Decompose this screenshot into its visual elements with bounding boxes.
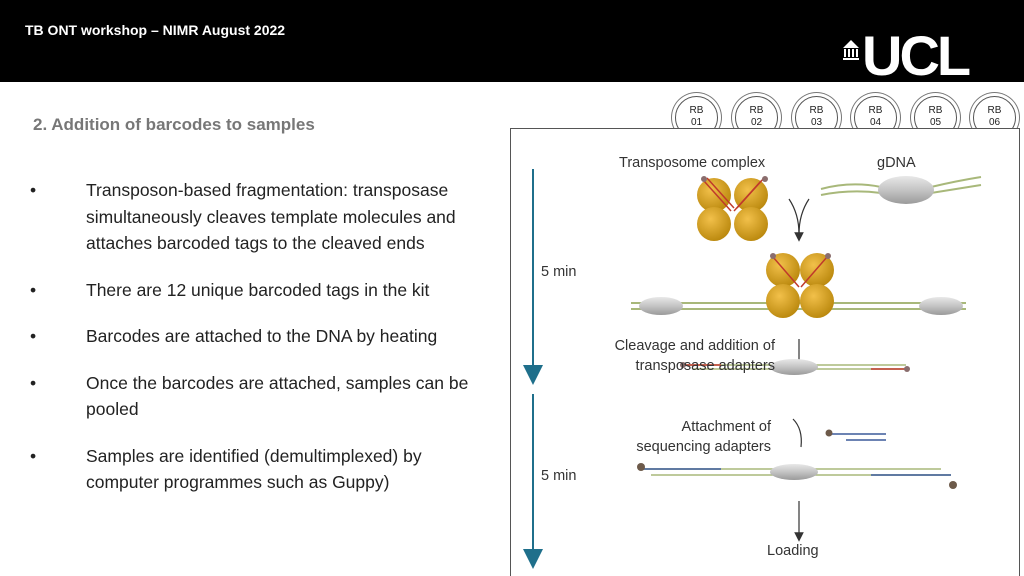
bullet-text: Transposon-based fragmentation: transpos…: [86, 180, 456, 253]
workflow-diagram: Transposome complex gDNA 5 min Cleavage …: [510, 128, 1020, 576]
bullet-list: • Transposon-based fragmentation: transpo…: [30, 177, 490, 516]
header-title: TB ONT workshop – NIMR August 2022: [25, 22, 286, 38]
workflow-illustration: [523, 169, 982, 569]
portico-icon: [843, 40, 859, 60]
bullet-item: • Once the barcodes are attached, samples…: [30, 370, 490, 423]
label-loading: Loading: [767, 543, 819, 559]
bullet-marker: •: [30, 180, 37, 200]
label-gdna: gDNA: [877, 155, 916, 171]
badge-label: RB: [809, 105, 824, 116]
adapted-molecule-icon: [637, 463, 957, 489]
badge-number: 03: [810, 117, 823, 128]
label-attach-1: Attachment of: [681, 419, 771, 435]
gdna-icon: [820, 176, 982, 204]
bullet-text: Barcodes are attached to the DNA by heat…: [86, 326, 438, 346]
bullet-item: • There are 12 unique barcoded tags in th…: [30, 277, 490, 304]
header-bar: TB ONT workshop – NIMR August 2022 UCL: [0, 0, 1024, 84]
bullet-text: Once the barcodes are attached, samples …: [86, 372, 469, 420]
badge-label: RB: [689, 105, 704, 116]
bound-complex-icon: [631, 253, 966, 318]
bullet-marker: •: [30, 279, 37, 300]
bullet-text: There are 12 unique barcoded tags in the…: [86, 279, 430, 300]
badge-label: RB: [987, 105, 1002, 116]
bullet-text: Samples are identified (demultimplexed) …: [86, 445, 422, 493]
bullet-marker: •: [30, 326, 37, 346]
badge-number: 06: [988, 117, 1001, 128]
label-transposome: Transposome complex: [619, 155, 766, 171]
badge-label: RB: [868, 105, 883, 116]
label-time-2: 5 min: [541, 468, 577, 484]
bullet-item: • Barcodes are attached to the DNA by hea…: [30, 323, 490, 350]
bullet-marker: •: [30, 372, 37, 393]
label-cleavage-2: transposase adapters: [635, 358, 775, 374]
bullet-item: • Transposon-based fragmentation: transpo…: [30, 177, 490, 257]
label-time-1: 5 min: [541, 264, 577, 280]
badge-label: RB: [749, 105, 764, 116]
cleaved-fragment-icon: [680, 359, 910, 375]
label-attach-2: sequencing adapters: [636, 439, 771, 455]
badge-number: 01: [690, 117, 703, 128]
badge-number: 02: [750, 117, 763, 128]
ucl-logo: UCL: [842, 28, 1002, 84]
transposome-complex-icon: [697, 176, 768, 241]
badge-label: RB: [928, 105, 943, 116]
label-cleavage-1: Cleavage and addition of: [614, 338, 775, 354]
sequencing-adapter-icon: [792, 418, 886, 448]
bullet-marker: •: [30, 445, 37, 466]
badge-number: 05: [929, 117, 942, 128]
bullet-item: • Samples are identified (demultimplexed)…: [30, 443, 490, 496]
badge-number: 04: [869, 117, 882, 128]
slide-title: 2. Addition of barcodes to samples: [33, 115, 315, 134]
logo-text: UCL: [862, 24, 971, 87]
